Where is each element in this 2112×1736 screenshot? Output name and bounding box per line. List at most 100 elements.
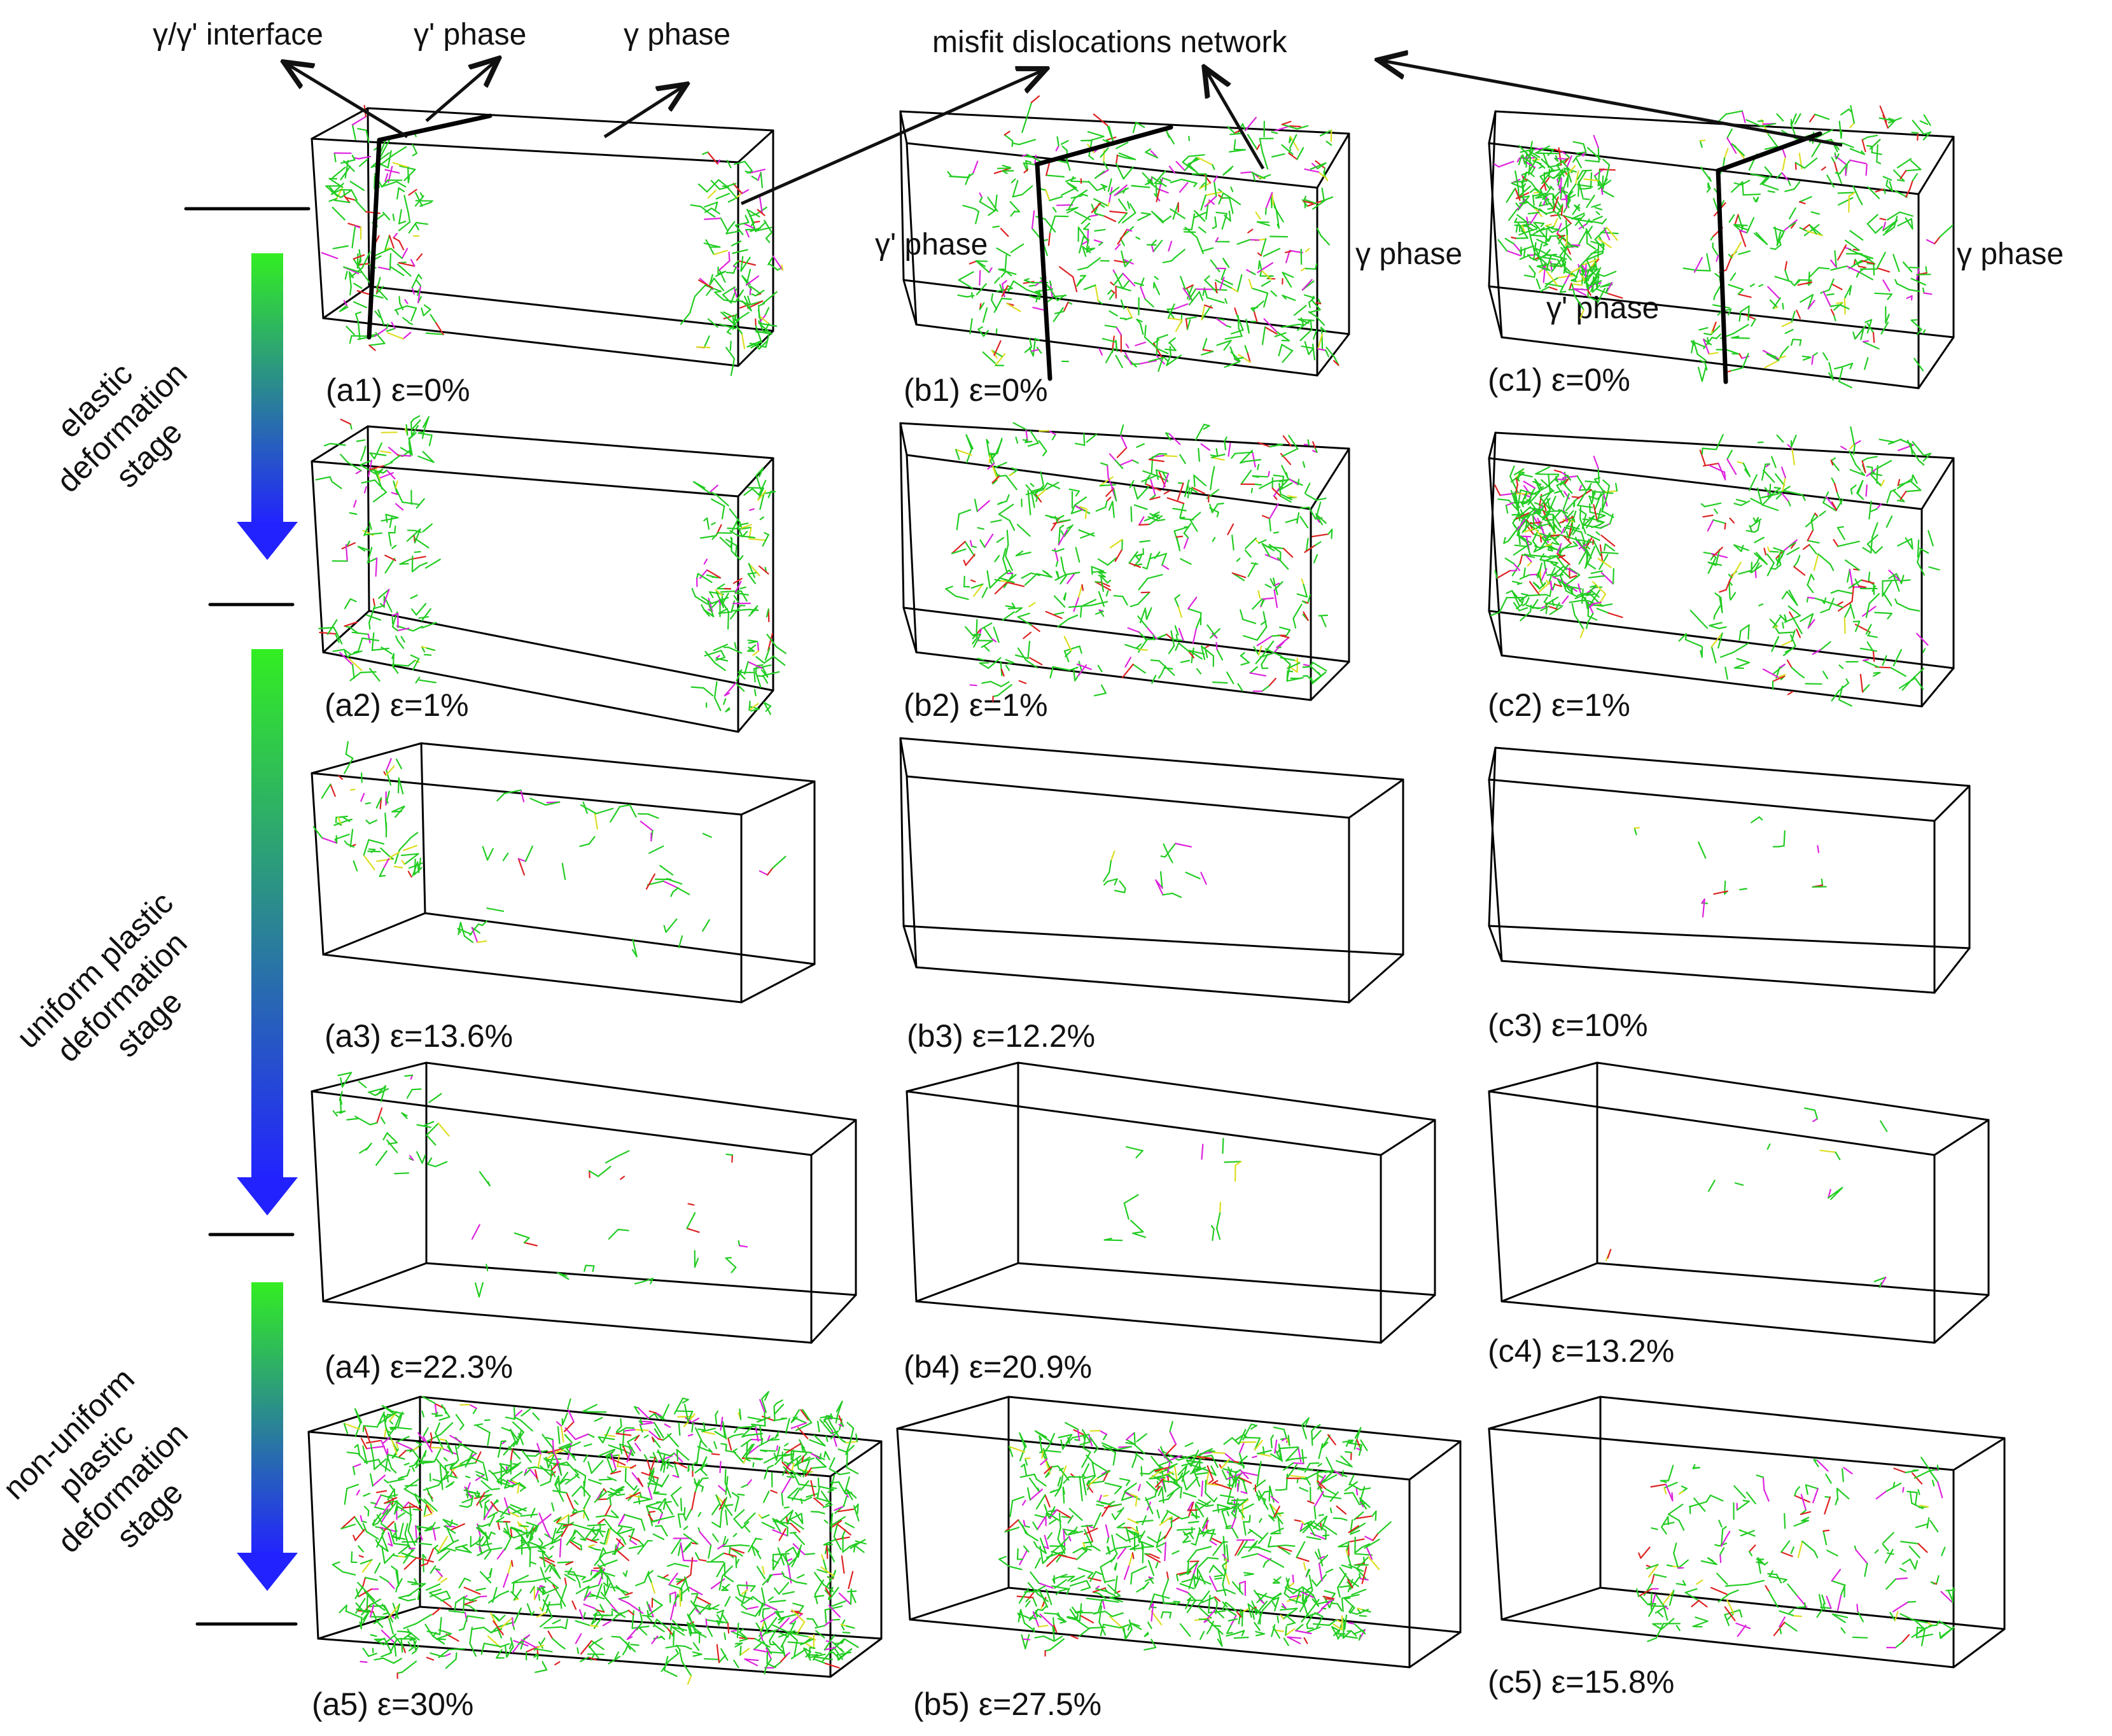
dislocation-segment: [1002, 548, 1007, 560]
dislocation-segment: [1109, 211, 1128, 214]
dislocation-segment: [1912, 120, 1925, 135]
dislocation-segment: [1007, 573, 1017, 582]
dislocation-segment: [775, 646, 787, 654]
dislocation-segment: [841, 1421, 844, 1427]
dislocation-segment: [1850, 484, 1857, 490]
dislocation-segment: [326, 619, 338, 635]
dislocation-segment: [1083, 222, 1091, 230]
dislocation-segment: [735, 682, 745, 692]
box-edge: [906, 1090, 918, 1303]
dislocation-segment: [421, 608, 431, 622]
dislocation-segment: [603, 1585, 606, 1596]
dislocation-segment: [783, 1506, 790, 1509]
dislocation-segment: [407, 211, 411, 223]
dislocation-segment: [762, 291, 778, 304]
dislocation-segment: [381, 1536, 389, 1552]
dislocation-segment: [1910, 668, 1924, 682]
dislocation-segment: [1701, 366, 1707, 382]
dislocation-segment: [1756, 552, 1768, 565]
dislocation-segment: [1588, 495, 1598, 500]
dislocation-segment: [1252, 451, 1256, 468]
dislocation-segment: [725, 708, 731, 713]
dislocation-segment: [694, 284, 706, 298]
dislocation-segment: [697, 1440, 702, 1451]
dislocation-segment: [533, 1576, 552, 1582]
dislocation-segment: [730, 1548, 745, 1554]
dislocation-segment: [1107, 178, 1112, 192]
box-edge: [317, 1606, 421, 1640]
dislocation-segment: [1065, 156, 1071, 171]
dislocation-segment: [753, 221, 760, 223]
dislocation-segment: [986, 438, 990, 444]
panel-strain: ε=1%: [1551, 687, 1630, 723]
dislocation-segment: [364, 532, 383, 536]
dislocation-segment: [1122, 167, 1134, 180]
dislocation-segment: [354, 225, 360, 228]
dislocation-segment: [1574, 204, 1581, 211]
dislocation-segment: [1831, 602, 1844, 608]
dislocation-segment: [1710, 325, 1721, 336]
dislocation-segment: [526, 1455, 536, 1457]
dislocation-segment: [1828, 361, 1834, 381]
dislocation-segment: [1194, 423, 1205, 441]
dislocation-segment: [1737, 288, 1744, 295]
dislocation-segment: [1751, 816, 1760, 823]
box-edge: [1488, 1061, 1598, 1093]
dislocation-segment: [718, 1498, 726, 1510]
dislocation-segment: [426, 1134, 437, 1146]
dislocation-segment: [544, 1458, 562, 1461]
dislocation-segment: [1155, 469, 1159, 480]
dislocation-segment: [1187, 608, 1202, 614]
dislocation-segment: [1035, 484, 1045, 495]
dislocation-segment: [850, 1539, 866, 1550]
dislocation-segment: [1078, 235, 1084, 254]
dislocation-segment: [731, 600, 736, 612]
dislocation-segment: [1022, 153, 1028, 157]
dislocation-segment: [1523, 528, 1534, 533]
dislocation-segment: [356, 290, 372, 296]
dislocation-segment: [398, 240, 405, 251]
dislocation-segment: [1296, 593, 1308, 598]
dislocation-segment: [1200, 871, 1207, 885]
dislocation-segment: [741, 1611, 757, 1617]
dislocation-segment: [1056, 548, 1065, 552]
dislocation-segment: [434, 1403, 438, 1415]
dislocation-segment: [661, 1525, 668, 1537]
dislocation-segment: [1215, 282, 1218, 293]
dislocation-segment: [1144, 478, 1148, 485]
dislocation-segment: [1175, 319, 1183, 332]
dislocation-segment: [395, 309, 399, 316]
dislocation-segment: [979, 302, 985, 311]
dislocation-segment: [773, 1520, 792, 1525]
dislocation-segment: [379, 138, 387, 155]
dislocation-segment: [566, 1461, 579, 1476]
dislocation-segment: [617, 1528, 635, 1535]
dislocation-segment: [1764, 360, 1779, 368]
dislocation-segment: [619, 1636, 627, 1644]
dislocation-segment: [796, 1457, 799, 1469]
dislocation-segment: [1108, 186, 1113, 203]
dislocation-segment: [747, 573, 756, 584]
dislocation-segment: [1542, 514, 1550, 521]
dislocation-segment: [515, 1580, 535, 1583]
dislocation-segment: [1163, 843, 1171, 858]
dislocation-segment: [369, 1604, 375, 1618]
dislocation-segment: [1582, 542, 1590, 550]
dislocation-segment: [1539, 229, 1549, 242]
dislocation-segment: [1297, 319, 1311, 332]
dislocation-segment: [369, 465, 386, 470]
box-edge: [1348, 953, 1404, 1004]
dislocation-segment: [750, 286, 762, 295]
dislocation-segment: [398, 837, 412, 851]
dislocation-segment: [1116, 154, 1126, 158]
dislocation-segment: [706, 151, 718, 165]
dislocation-segment: [595, 808, 614, 815]
dislocation-segment: [1689, 610, 1697, 617]
dislocation-segment: [1703, 332, 1712, 336]
dislocation-segment: [1189, 512, 1201, 522]
dislocation-segment: [1754, 536, 1765, 543]
dislocation-segment: [1590, 241, 1605, 246]
dislocation-segment: [1051, 549, 1058, 552]
panel-strain: ε=1%: [969, 687, 1048, 723]
dislocation-segment: [561, 1445, 571, 1450]
